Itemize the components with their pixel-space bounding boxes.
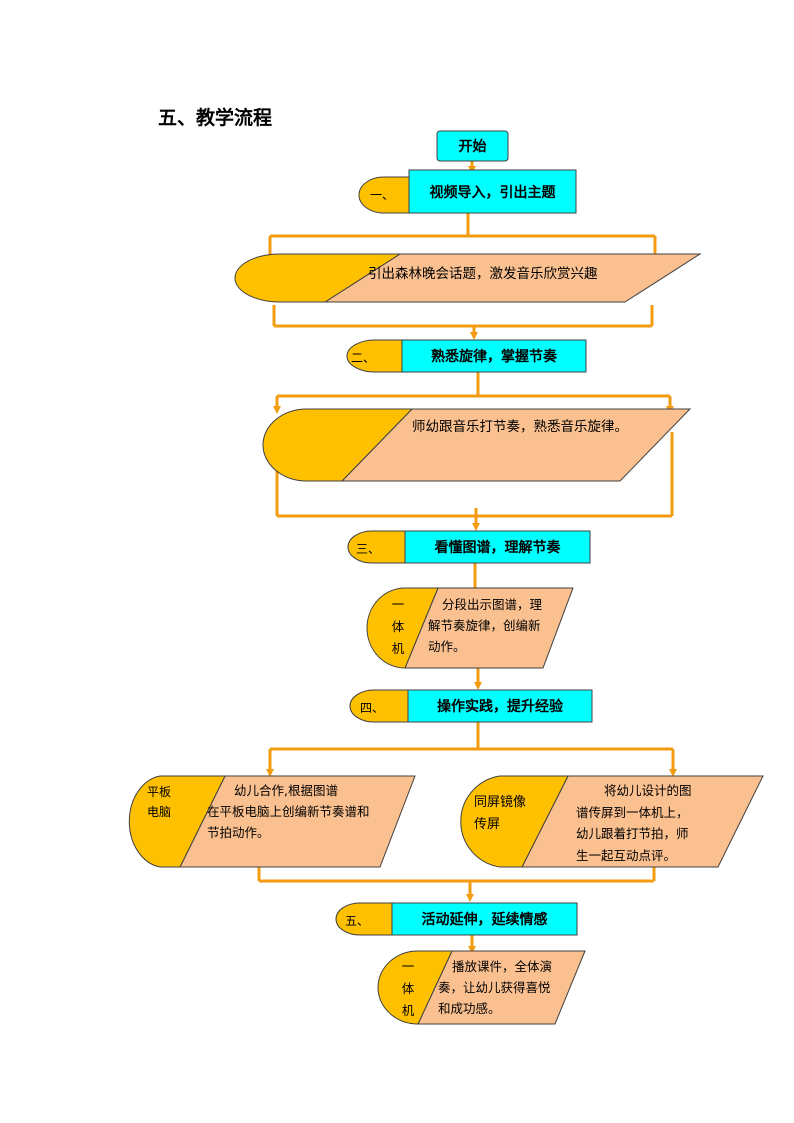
step5-title: 活动延伸，延续情感	[421, 912, 548, 928]
activity4-left-text: 幼儿合作,根据图谱 在平板电脑上创编新节奏谱和 节拍动作。	[207, 780, 407, 843]
activity5-tool-char: 机	[401, 1003, 415, 1018]
step1-title-box	[408, 169, 577, 214]
activity4-left-line: 在平板电脑上创编新节奏谱和	[207, 804, 370, 819]
activity3-tool-shape	[366, 587, 439, 669]
activity4-left-tool-shape	[128, 775, 226, 868]
step1-number-pill	[358, 176, 410, 214]
activity3-line: 解节奏旋律，创编新	[428, 618, 541, 633]
activity5-line: 播放课件，全体演	[452, 959, 553, 974]
activity2-text: 师幼跟音乐打节奏，熟悉音乐旋律。	[412, 419, 628, 435]
step4-number-pill	[349, 689, 409, 723]
activity4-right-line: 将幼儿设计的图	[604, 783, 692, 798]
activity3-tool-char: 机	[391, 641, 405, 656]
activity5-tool-char: 一	[401, 959, 415, 974]
activity5-line: 奏，让幼儿获得喜悦	[438, 980, 551, 995]
step2-number: 二、	[351, 351, 376, 365]
activity3-tool: 一 体 机	[390, 594, 406, 660]
activity4-right-tool-shape	[460, 775, 569, 868]
activity4-right-text: 将幼儿设计的图 谱传屏到一体机上， 幼儿跟着打节拍，师 生一起互动点评。	[576, 780, 756, 866]
activity4-left-line: 幼儿合作,根据图谱	[234, 783, 338, 798]
activity4-left-tool-line: 平板	[147, 785, 172, 799]
step3-number: 三、	[356, 542, 381, 556]
activity5-tool-char: 体	[401, 981, 415, 996]
step4-title-box	[407, 689, 593, 723]
activity5-tool: 一 体 机	[400, 956, 416, 1022]
step4-number: 四、	[360, 701, 385, 715]
step3-title: 看懂图谱，理解节奏	[434, 540, 561, 556]
activity4-right-tool-line: 同屏镜像	[474, 795, 527, 810]
activity1-text: 引出森林晚会话题，激发音乐欣赏兴趣	[368, 266, 598, 282]
activity4-left-tool: 平板 电脑	[147, 782, 171, 822]
activity3-tool-char: 体	[391, 619, 405, 634]
activity4-left-line: 节拍动作。	[207, 825, 270, 840]
activity3-tool-char: 一	[391, 597, 405, 612]
activity3-line: 分段出示图谱，理	[442, 597, 543, 612]
start-box	[436, 130, 509, 162]
step2-title: 熟悉旋律，掌握节奏	[431, 349, 557, 365]
connector-lines	[257, 161, 677, 954]
page-heading: 五、教学流程	[158, 107, 273, 129]
step1-title: 视频导入，引出主题	[429, 184, 556, 201]
activity5-tool-shape	[377, 950, 453, 1025]
activity4-right-line: 生一起互动点评。	[576, 847, 677, 863]
step2-number-pill	[346, 339, 403, 373]
step5-number-pill	[335, 902, 393, 936]
activity5-text: 播放课件，全体演 奏，让幼儿获得喜悦 和成功感。	[438, 956, 578, 1019]
step5-number: 五、	[345, 914, 370, 928]
activity4-right-line: 谱传屏到一体机上，	[576, 804, 689, 820]
step3-title-box	[404, 530, 591, 564]
activity5-line: 和成功感。	[438, 1001, 501, 1016]
activity3-line: 动作。	[428, 639, 466, 654]
activity4-right-tool-line: 传屏	[474, 817, 501, 832]
step5-title-box	[391, 902, 578, 936]
activity1-tool-shape	[234, 253, 402, 303]
start-label: 开始	[458, 139, 487, 155]
activity3-text: 分段出示图谱，理 解节奏旋律，创编新 动作。	[428, 594, 568, 657]
activity4-left-tool-line: 电脑	[147, 805, 172, 819]
step1-number: 一、	[370, 188, 395, 202]
activity2-tool-shape	[262, 408, 414, 482]
activity4-right-line: 幼儿跟着打节拍，师	[576, 826, 689, 841]
step3-number-pill	[347, 530, 406, 564]
step2-title-box	[401, 339, 587, 373]
step4-title: 操作实践，提升经验	[437, 699, 563, 715]
activity4-right-tool: 同屏镜像 传屏	[474, 792, 526, 836]
